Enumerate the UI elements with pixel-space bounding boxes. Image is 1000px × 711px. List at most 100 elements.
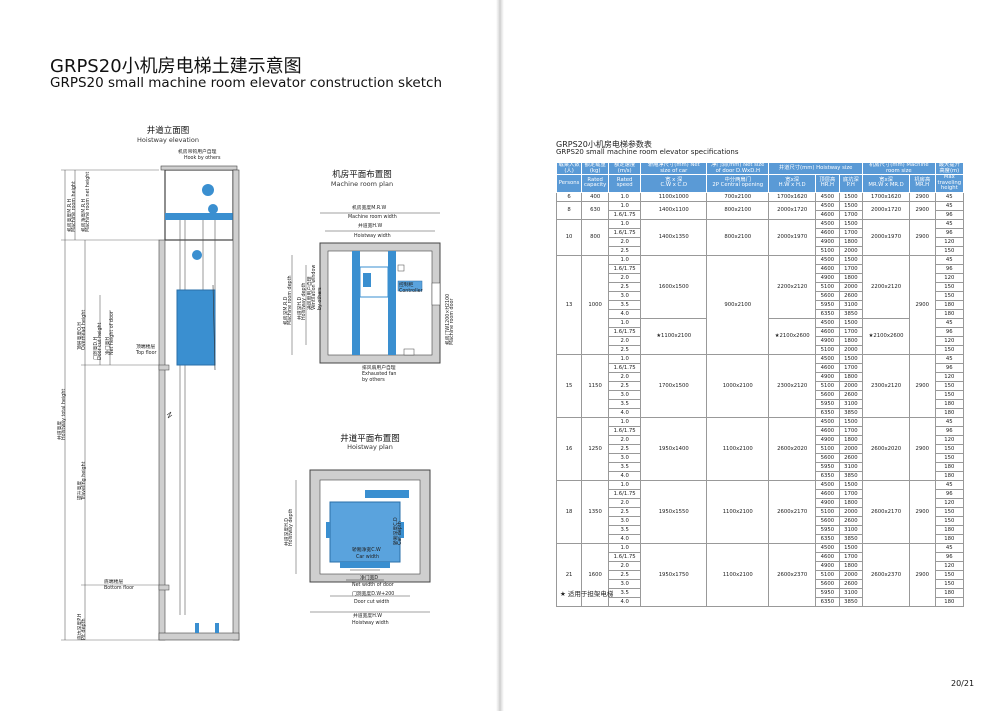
- top-floor-label-en: Top floor: [136, 351, 157, 356]
- cell-hrh: 5100: [815, 344, 840, 355]
- total-height-label-en: Hoistway total height: [62, 388, 67, 440]
- sub-max: Max traveling height: [934, 174, 965, 193]
- mrw-label-cn: 机房宽度M.R.W: [352, 206, 387, 211]
- cell-hrh: 5950: [815, 524, 840, 535]
- cell-hrh: 5600: [815, 452, 840, 463]
- cell-hoistway-size: 2600x2170: [768, 479, 817, 544]
- cell-capacity: 1350: [581, 479, 610, 544]
- page-title-cn: GRPS20小机房电梯土建示意图: [50, 56, 302, 77]
- cell-speed: 2.0: [608, 560, 642, 571]
- cell-speed: 1.6/1.75: [608, 488, 642, 499]
- cell-car-size: ★1100x2100: [640, 317, 708, 355]
- bottom-floor-label-cn: 底端楼层: [104, 580, 124, 585]
- cell-max-height: 150: [934, 452, 965, 463]
- hwplan-title-en: Hoistway plan: [347, 443, 393, 451]
- cell-max-height: 45: [934, 200, 965, 211]
- travel-label-en: Traveling height: [82, 461, 87, 501]
- cell-speed: 1.0: [608, 200, 642, 211]
- cell-speed: 3.5: [608, 461, 642, 472]
- cell-speed: 3.0: [608, 389, 642, 400]
- pit-label-en: Pit depth: [82, 618, 87, 641]
- cell-persons: 8: [555, 200, 583, 220]
- cell-max-height: 96: [934, 488, 965, 499]
- cell-hoistway-size: 1700x1620: [768, 191, 817, 202]
- cell-max-height: 180: [934, 524, 965, 535]
- cell-ph: 3850: [838, 533, 864, 544]
- cell-hrh: 4500: [815, 191, 840, 202]
- stretcher-note: ★ 适用于担架电梯: [560, 590, 614, 598]
- mrplan-title-cn: 机房平面布置图: [332, 170, 392, 180]
- cell-ph: 2600: [838, 389, 864, 400]
- cell-max-height: 96: [934, 362, 965, 373]
- cell-mr-size: 2600x2370: [862, 542, 910, 607]
- mrd-label-en: Machine room depth: [288, 275, 293, 325]
- cell-mrh: 2900: [909, 218, 936, 256]
- cell-hrh: 4900: [815, 272, 840, 283]
- cell-ph: 1500: [838, 218, 864, 229]
- cell-hrh: 4500: [815, 254, 840, 265]
- cell-speed: 2.0: [608, 272, 642, 283]
- cell-hrh: 4500: [815, 353, 840, 364]
- hwplan-hd-en: Hoistway depth: [289, 508, 294, 546]
- cell-hrh: 6350: [815, 308, 840, 319]
- cell-speed: 1.6/1.75: [608, 209, 642, 220]
- cell-speed: 1.0: [608, 542, 642, 553]
- cell-capacity: 1250: [581, 416, 610, 481]
- cell-hrh: 5100: [815, 380, 840, 391]
- cell-speed: 1.6/1.75: [608, 227, 642, 238]
- cell-ph: 1700: [838, 551, 864, 562]
- cell-ph: 2600: [838, 578, 864, 589]
- cell-hoistway-size: 2300x2120: [768, 353, 817, 418]
- cell-capacity: 400: [581, 191, 610, 202]
- cell-persons: 6: [555, 191, 583, 202]
- vent-label-en-2: by others: [318, 287, 323, 310]
- page-gutter: [496, 0, 504, 711]
- oh-label-en: Overhead height: [82, 309, 87, 350]
- cell-hrh: 4500: [815, 200, 840, 211]
- cell-ph: 1700: [838, 227, 864, 238]
- mr-door-label-en: Machine room door: [450, 298, 455, 345]
- cell-speed: 2.5: [608, 281, 642, 292]
- sub-capacity: Rated capacity: [581, 174, 610, 193]
- cell-hrh: 4600: [815, 551, 840, 562]
- hw-label-cn: 井道宽H.W: [358, 224, 383, 229]
- fan-label-cn: 排风扇用户自理: [362, 366, 396, 371]
- bottom-floor-label-en: Bottom floor: [104, 586, 134, 591]
- cell-speed: 2.0: [608, 497, 642, 508]
- cell-ph: 1700: [838, 362, 864, 373]
- mrh-label-en: Machine room height: [72, 181, 77, 232]
- cell-hrh: 5100: [815, 569, 840, 580]
- sub-door-cn: 中分两扇门: [724, 176, 752, 183]
- cell-max-height: 96: [934, 425, 965, 436]
- cell-speed: 4.0: [608, 470, 642, 481]
- header-hoistway-size: 井道尺寸(mm) Hoistway size: [768, 161, 864, 176]
- cell-hrh: 4500: [815, 317, 840, 328]
- sub-persons: Persons: [555, 174, 583, 193]
- cell-mrh: 2900: [909, 416, 936, 481]
- cell-hrh: 6350: [815, 470, 840, 481]
- page-title-en: GRPS20 small machine room elevator const…: [50, 75, 443, 91]
- cell-hrh: 5100: [815, 245, 840, 256]
- cell-car-size: 1950x1750: [640, 542, 708, 607]
- header-max-height: 最大提升高度(m): [934, 161, 965, 176]
- header-mr-size: 机房尺寸(mm) Machine room size: [862, 161, 936, 176]
- cell-speed: 4.0: [608, 407, 642, 418]
- cell-hrh: 4600: [815, 362, 840, 373]
- mrw-label-en: Machine room width: [348, 215, 397, 220]
- cell-ph: 1700: [838, 488, 864, 499]
- cell-capacity: 800: [581, 218, 610, 256]
- hw-label-en: Hoistway width: [354, 234, 391, 239]
- cell-car-size: 1950x1400: [640, 416, 708, 481]
- cell-ph: 2000: [838, 245, 864, 256]
- cell-hrh: 4500: [815, 542, 840, 553]
- sub-ph-cn: 底坑深: [842, 176, 859, 183]
- cell-max-height: 45: [934, 254, 965, 265]
- cell-speed: 4.0: [608, 533, 642, 544]
